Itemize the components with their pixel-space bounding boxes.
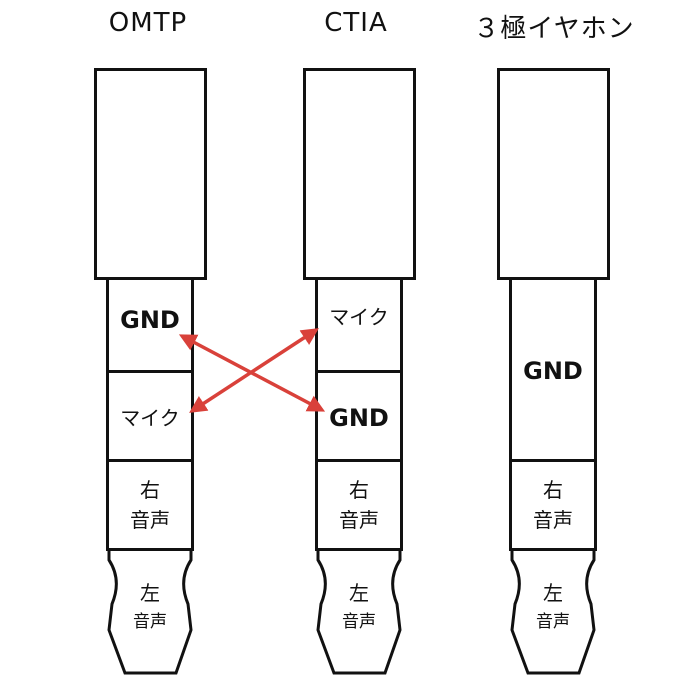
three-pole-handle [497, 68, 610, 280]
ctia-handle [303, 68, 416, 280]
three-pole-segment-right: 右 音声 [509, 459, 597, 551]
three-pole-right-audio-label: 音声 [533, 508, 573, 532]
three-pole-tip: 左 音声 [515, 578, 591, 636]
three-pole-tip-outline [510, 548, 596, 675]
three-pole-left-audio-label: 音声 [536, 612, 570, 632]
omtp-left-audio-label: 音声 [133, 612, 167, 632]
ctia-tip-outline [316, 548, 402, 675]
three-pole-left-label: 左 [543, 581, 563, 605]
ctia-segment-gnd: GND [315, 370, 403, 462]
ctia-mic-label: マイク [329, 305, 389, 329]
ctia-left-audio-label: 音声 [342, 612, 376, 632]
omtp-gnd-label: GND [120, 306, 180, 334]
three-pole-gnd-label: GND [523, 357, 583, 385]
ctia-left-label: 左 [349, 581, 369, 605]
three-pole-segment-gnd: GND [509, 277, 597, 462]
ctia-segment-right: 右 音声 [315, 459, 403, 551]
omtp-right-label: 右 [140, 478, 160, 502]
title-ctia: CTIA [324, 8, 388, 38]
omtp-handle [94, 68, 207, 280]
omtp-tip: 左 音声 [112, 578, 188, 636]
omtp-left-label: 左 [140, 581, 160, 605]
three-pole-right-label: 右 [543, 478, 563, 502]
ctia-right-audio-label: 音声 [339, 508, 379, 532]
title-omtp: OMTP [108, 8, 188, 38]
ctia-right-label: 右 [349, 478, 369, 502]
title-three-pole: ３極イヤホン [473, 14, 635, 44]
omtp-segment-right: 右 音声 [106, 459, 194, 551]
ctia-tip: 左 音声 [321, 578, 397, 636]
arrow-mic-to-mic [189, 328, 319, 413]
ctia-gnd-label: GND [329, 403, 389, 432]
omtp-mic-label: マイク [120, 405, 180, 430]
ctia-segment-mic: マイク [315, 277, 403, 373]
omtp-tip-outline [107, 548, 193, 675]
omtp-right-audio-label: 音声 [130, 508, 170, 532]
